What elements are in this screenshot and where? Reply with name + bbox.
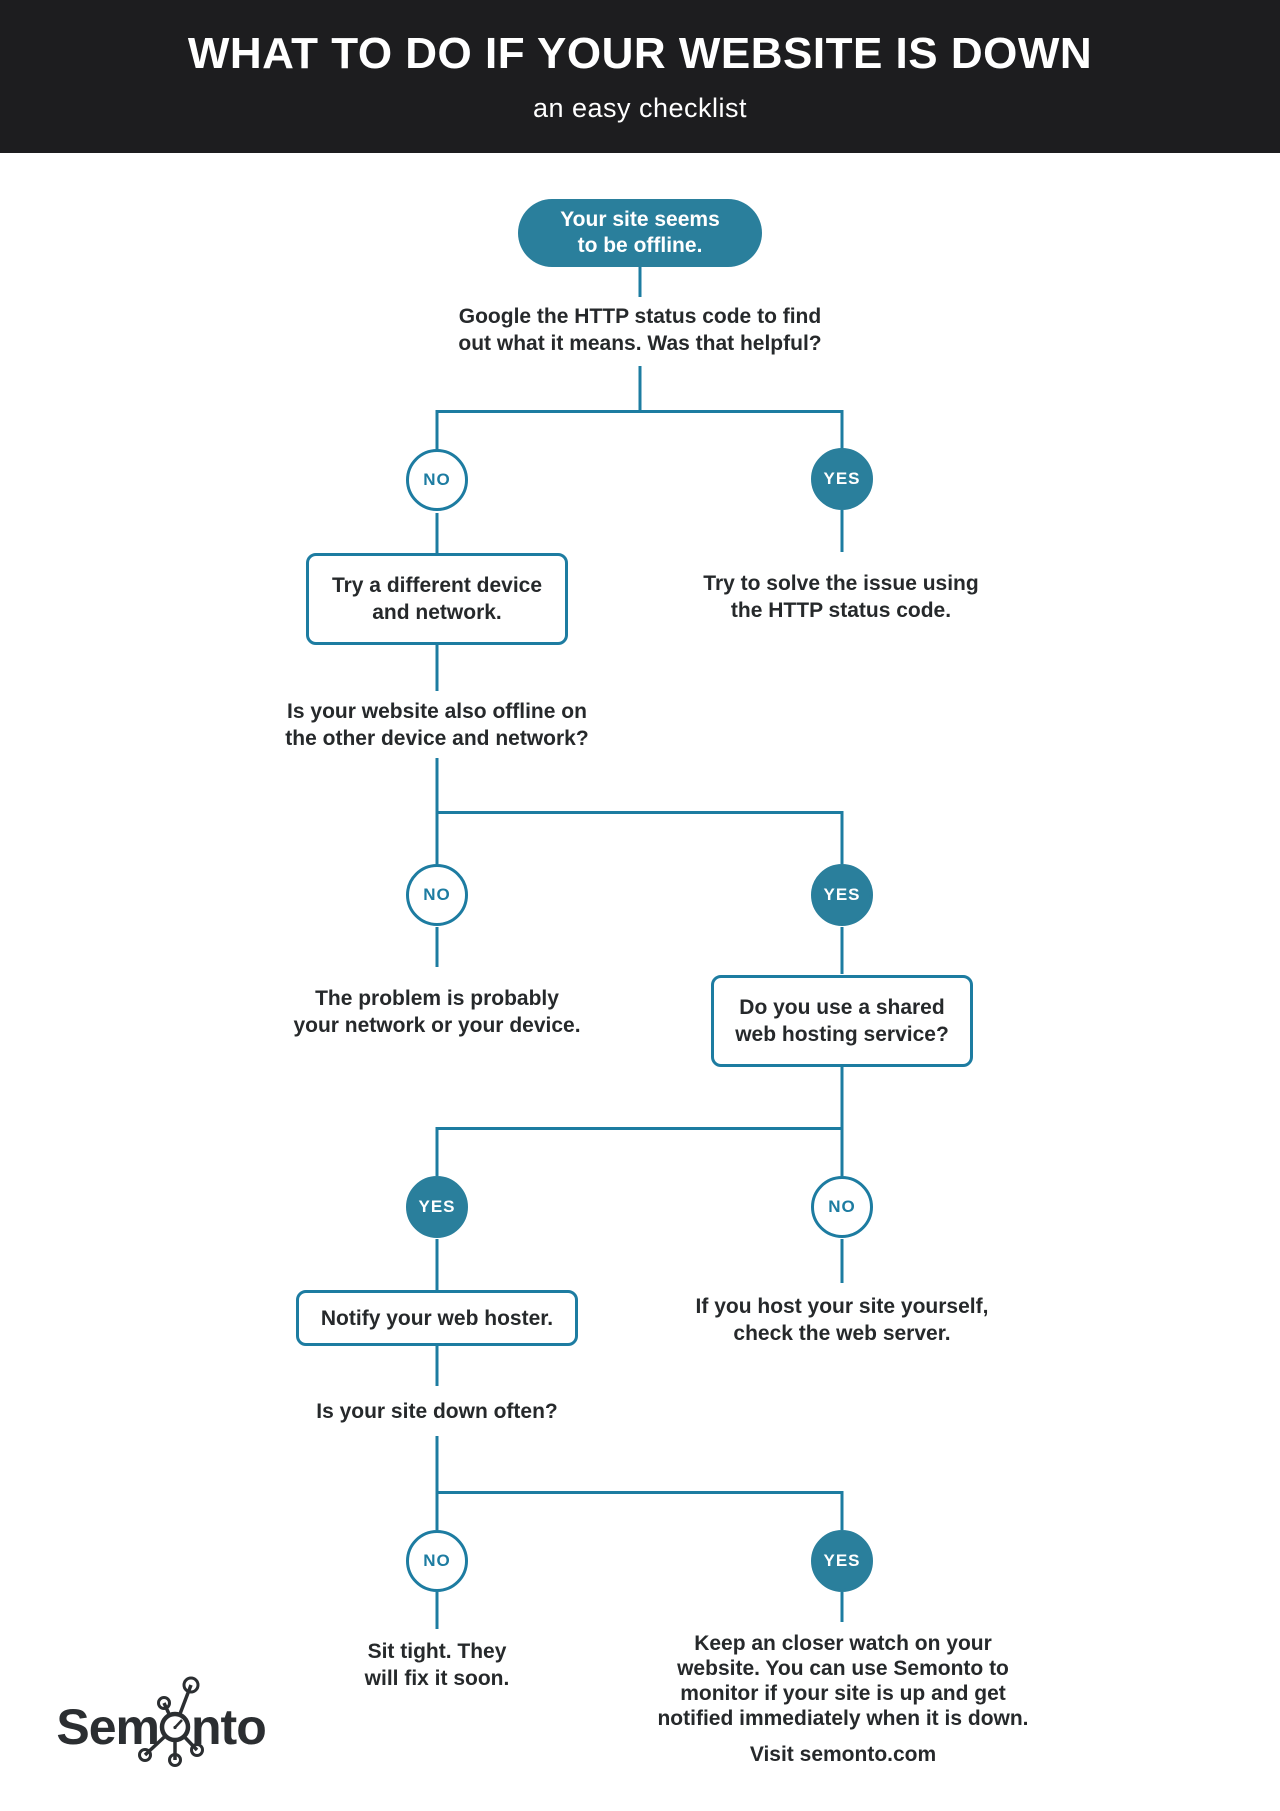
decision-2-no: NO: [406, 864, 468, 926]
header-band: WHAT TO DO IF YOUR WEBSITE IS DOWN an ea…: [0, 0, 1280, 153]
question-http-code: Google the HTTP status code to find out …: [458, 305, 822, 355]
logo-text-suffix: nto: [191, 1699, 266, 1755]
end-check-server: If you host your site yourself, check th…: [695, 1295, 989, 1345]
action-notify-hoster-box: Notify your web hoster.: [296, 1290, 578, 1346]
question-other-device: Is your website also offline on the othe…: [285, 700, 589, 750]
connector-split-2: [435, 811, 844, 864]
semonto-logo: Sem nto: [56, 1676, 267, 1767]
start-node: Your site seems to be offline.: [518, 199, 762, 267]
connector-split-3: [435, 1127, 844, 1176]
end-solve-http: Try to solve the issue using the HTTP st…: [703, 572, 979, 622]
decision-4-yes: YES: [811, 1530, 873, 1592]
action-try-device-box: Try a different device and network.: [306, 553, 568, 645]
end-sit-tight: Sit tight. They will fix it soon.: [364, 1640, 510, 1690]
decision-3-no: NO: [811, 1176, 873, 1238]
question-shared-hosting-box: Do you use a shared web hosting service?: [711, 975, 973, 1067]
footer-link: Visit semonto.com: [749, 1743, 937, 1766]
end-network-device: The problem is probably your network or …: [293, 987, 581, 1037]
end-monitor-semonto: Keep an closer watch on your website. Yo…: [657, 1632, 1029, 1730]
connector-split-1: [435, 410, 844, 451]
logo-text-prefix: Sem: [56, 1699, 159, 1755]
question-down-often: Is your site down often?: [316, 1400, 558, 1423]
decision-1-no: NO: [406, 449, 468, 511]
page-subtitle: an easy checklist: [532, 93, 748, 123]
logo-hub-icon: [138, 1676, 204, 1767]
decision-2-yes: YES: [811, 864, 873, 926]
decision-3-yes: YES: [406, 1176, 468, 1238]
decision-1-yes: YES: [811, 448, 873, 510]
decision-4-no: NO: [406, 1530, 468, 1592]
connector-split-4: [435, 1491, 844, 1530]
page-title: WHAT TO DO IF YOUR WEBSITE IS DOWN: [187, 29, 1093, 78]
